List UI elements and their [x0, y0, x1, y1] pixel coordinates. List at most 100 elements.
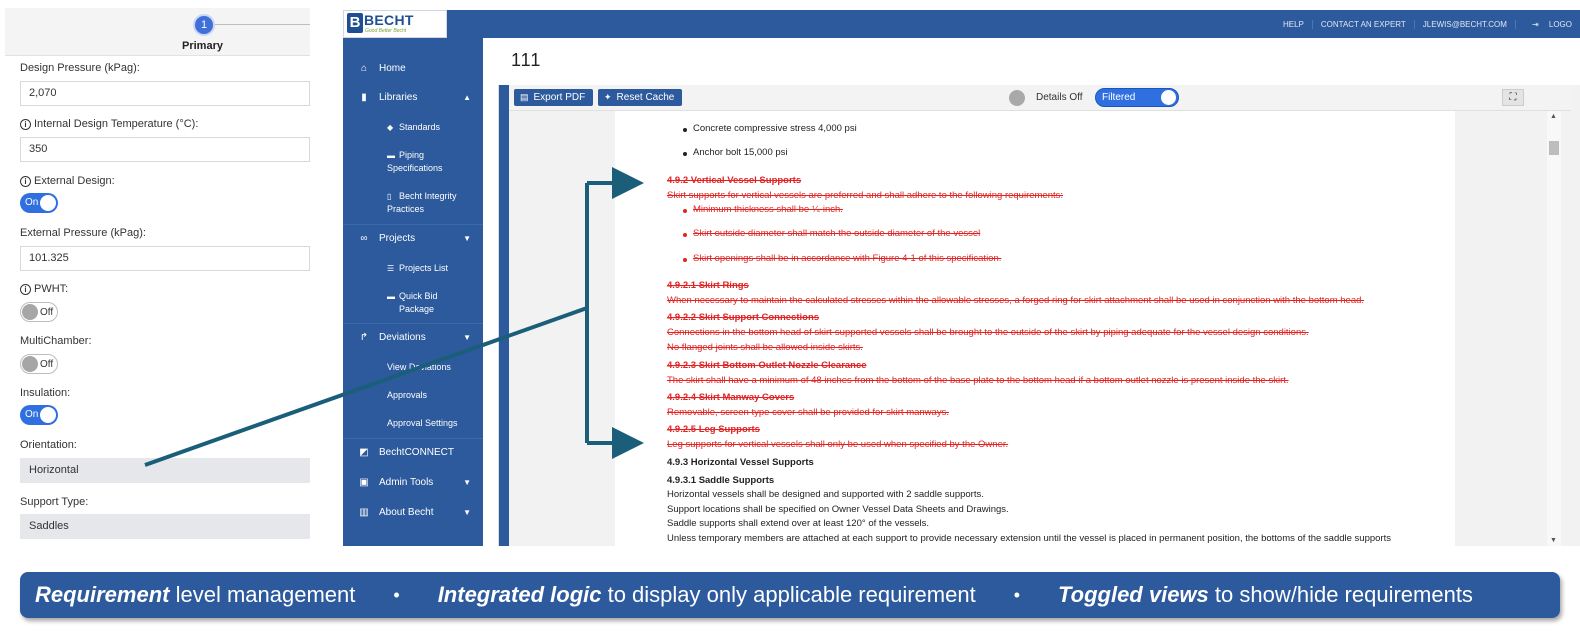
internal-temp-input[interactable]: 350 — [20, 137, 310, 162]
contact-expert-link[interactable]: CONTACT AN EXPERT — [1311, 19, 1414, 29]
sidebar-item-label: Quick Bid — [399, 291, 438, 301]
reset-cache-button[interactable]: ✦ Reset Cache — [598, 89, 683, 106]
details-toggle[interactable] — [1009, 90, 1025, 106]
support-type-select[interactable]: Saddles — [20, 514, 310, 539]
sidebar-item-label: Deviations — [379, 331, 426, 343]
banner-item-toggled: Toggled views to show/hide requirements — [1058, 582, 1473, 608]
help-link[interactable]: HELP — [1282, 19, 1304, 29]
orientation-select[interactable]: Horizontal — [20, 458, 310, 483]
removed-bullet: Skirt outside diameter shall match the o… — [693, 228, 981, 239]
sidebar-item-label: Piping — [399, 150, 425, 160]
stepper-line — [215, 24, 310, 25]
doc-paragraph: Unless temporary members are attached at… — [667, 533, 1391, 544]
sidebar-item-label: Standards — [399, 122, 441, 132]
internal-temp-label-text: Internal Design Temperature (°C): — [34, 118, 199, 130]
info-icon[interactable]: i — [20, 118, 31, 130]
toolbox-icon: ▣ — [359, 476, 369, 488]
bullet-dot — [683, 128, 687, 132]
list-icon: ☰ — [387, 264, 395, 273]
sidebar-item-projects-list[interactable]: ☰ Projects List — [387, 262, 483, 275]
broom-icon: ✦ — [604, 92, 612, 102]
sidebar-item-projects[interactable]: ∞Projects▼ — [343, 224, 483, 252]
removed-heading-4-9-2-2: 4.9.2.2 Skirt Support Connections — [667, 312, 820, 323]
pwht-toggle[interactable]: Off — [20, 302, 58, 322]
fullscreen-icon[interactable]: ⛶ — [1502, 89, 1524, 106]
sidebar-item-label: Specifications — [387, 163, 443, 173]
toggle-state-label: Off — [40, 307, 54, 318]
sidebar-item-approvals[interactable]: Approvals — [387, 390, 428, 400]
sidebar-item-libraries[interactable]: ▮Libraries▲ — [343, 83, 483, 111]
filtered-toggle[interactable]: Filtered — [1095, 88, 1179, 107]
details-toggle-label: Details Off — [1036, 92, 1083, 103]
reset-cache-label: Reset Cache — [616, 92, 675, 103]
briefcase-icon: ▬ — [387, 151, 395, 160]
removed-bullet: Skirt openings shall be in accordance wi… — [693, 253, 1002, 264]
sidebar-item-view-deviations[interactable]: View Deviations — [387, 362, 451, 372]
external-pressure-input[interactable]: 101.325 — [20, 246, 310, 271]
sidebar-item-standards[interactable]: ◆Standards — [387, 121, 483, 134]
export-pdf-button[interactable]: ▤Export PDF — [514, 89, 594, 106]
support-type-label-text: Support Type: — [20, 496, 89, 508]
top-bar: B BECHT Good Better Becht HELP CONTACT A… — [343, 10, 1580, 38]
toggle-state-label: On — [25, 409, 39, 420]
support-type-label: Support Type: — [20, 496, 88, 508]
sidebar-item-home[interactable]: ⌂Home — [343, 54, 483, 82]
info-icon[interactable]: i — [20, 283, 31, 295]
banner-item-logic: Integrated logic to display only applica… — [438, 582, 976, 608]
banner-text: level management — [169, 582, 356, 607]
becht-logo[interactable]: B BECHT Good Better Becht — [343, 10, 447, 38]
doc-paragraph: Support locations shall be specified on … — [667, 504, 1009, 515]
sidebar-item-label: BechtCONNECT — [379, 446, 455, 458]
sidebar-item-bechtconnect[interactable]: ◩BechtCONNECT — [343, 438, 483, 466]
document-scrollbar[interactable]: ▲ ▼ — [1547, 111, 1561, 546]
banner-separator: • — [393, 584, 400, 605]
vessel-form-panel: 1 Primary Design Pressure (kPag): 2,070 … — [0, 0, 312, 548]
removed-paragraph: The skirt shall have a minimum of 48 inc… — [667, 375, 1289, 386]
logo-mark-icon: B — [347, 13, 363, 33]
doc-bullet: Anchor bolt 15,000 psi — [693, 147, 788, 158]
bullet-dot — [683, 258, 687, 262]
removed-paragraph: Skirt supports for vertical vessels are … — [667, 190, 1064, 201]
scroll-up-icon[interactable]: ▲ — [1550, 113, 1557, 120]
sidebar-item-label: Admin Tools — [379, 476, 434, 488]
step-1-label: Primary — [182, 40, 223, 52]
multichamber-toggle[interactable]: Off — [20, 354, 58, 374]
sidebar-item-label: Becht Integrity — [399, 191, 457, 201]
insulation-toggle[interactable]: On — [20, 405, 58, 425]
scrollbar-thumb[interactable] — [1549, 141, 1559, 155]
sidebar-item-approval-settings[interactable]: Approval Settings — [387, 418, 458, 428]
sidebar-item-label: Libraries — [379, 91, 418, 103]
removed-heading-4-9-2-4: 4.9.2.4 Skirt Manway Covers — [667, 392, 795, 403]
user-email-link[interactable]: JLEWIS@BECHT.COM — [1413, 19, 1515, 29]
step-1-indicator[interactable]: 1 — [193, 14, 215, 36]
sidebar-item-admin-tools[interactable]: ▣Admin Tools▼ — [343, 468, 483, 496]
banner-bold: Integrated logic — [437, 582, 602, 607]
external-design-toggle[interactable]: On — [20, 193, 58, 213]
logout-link[interactable]: ⇥ LOGO — [1514, 19, 1580, 29]
design-pressure-input[interactable]: 2,070 — [20, 81, 310, 106]
scroll-down-icon[interactable]: ▼ — [1550, 537, 1557, 544]
sidebar-item-label: Practices — [387, 204, 425, 214]
book-icon: ▮ — [361, 91, 367, 103]
sidebar-divider — [343, 224, 483, 225]
removed-paragraph: When necessary to maintain the calculate… — [667, 295, 1365, 306]
sidebar-item-label: Projects List — [399, 263, 449, 273]
toggle-knob — [22, 356, 38, 372]
removed-paragraph: No flanged joints shall be allowed insid… — [667, 342, 863, 353]
sidebar-item-about-becht[interactable]: ▥About Becht▼ — [343, 498, 483, 526]
banner-bold: Requirement — [35, 582, 170, 607]
external-pressure-label: External Pressure (kPag): — [20, 227, 146, 239]
insulation-label: Insulation: — [20, 387, 70, 399]
info-icon[interactable]: i — [20, 175, 31, 187]
sidebar-item-deviations[interactable]: ↱Deviations▼ — [343, 323, 483, 351]
sidebar-item-label: Home — [379, 62, 406, 74]
filtered-toggle-label: Filtered — [1102, 92, 1136, 103]
external-design-label-text: External Design: — [34, 175, 115, 187]
feature-banner: Requirement level management • Integrate… — [20, 572, 1560, 618]
viewer-side-bar[interactable] — [499, 85, 509, 546]
